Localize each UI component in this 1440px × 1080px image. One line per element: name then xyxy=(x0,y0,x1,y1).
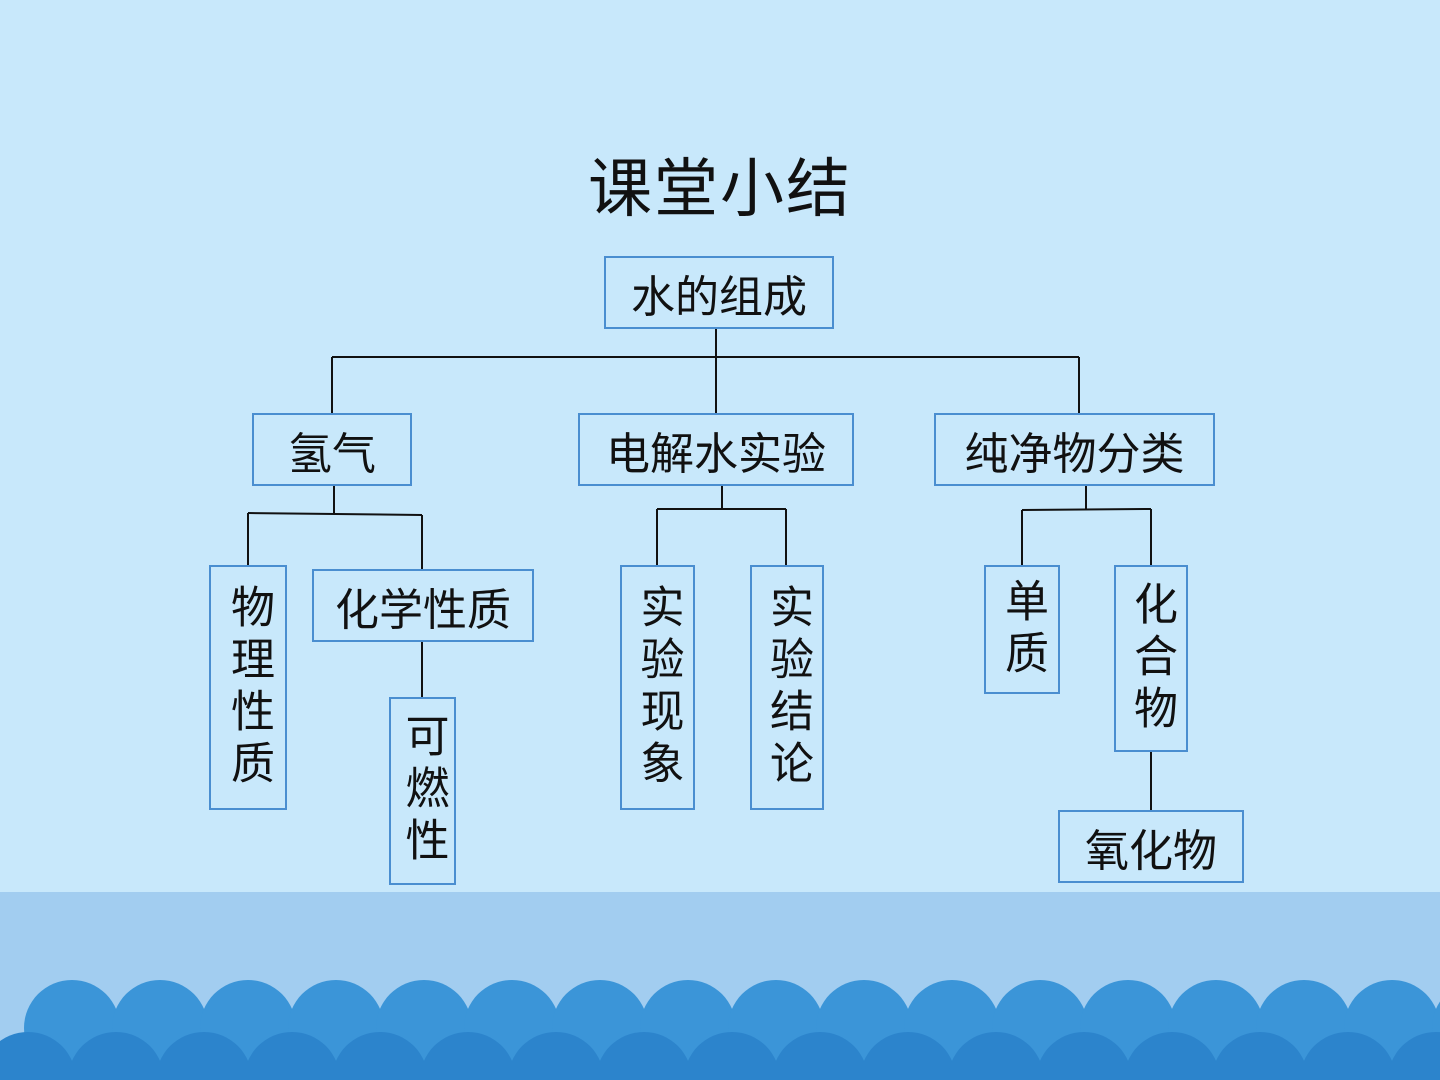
wave-scallop xyxy=(1300,1032,1396,1080)
connector-lines xyxy=(247,328,1152,811)
wave-scallop xyxy=(68,1032,164,1080)
node-conclusion: 实验结论 xyxy=(750,565,824,810)
wave-scallop xyxy=(860,1032,956,1080)
wave-scallop xyxy=(508,1032,604,1080)
wave-scallop xyxy=(332,1032,428,1080)
wave-scallop xyxy=(1036,1032,1132,1080)
wave-scallop xyxy=(1388,1032,1440,1080)
wave-scallop xyxy=(1124,1032,1220,1080)
node-hydrogen: 氢气 xyxy=(252,413,412,486)
node-physical-properties: 物理性质 xyxy=(209,565,287,810)
wave-scallop xyxy=(156,1032,252,1080)
wave-scallop xyxy=(420,1032,516,1080)
node-element: 单质 xyxy=(984,565,1060,694)
wave-scallop xyxy=(1212,1032,1308,1080)
wave-scallop xyxy=(244,1032,340,1080)
wave-scallop xyxy=(772,1032,868,1080)
slide-title: 课堂小结 xyxy=(588,153,852,227)
node-chemical-properties: 化学性质 xyxy=(312,569,534,642)
wave-scallop xyxy=(684,1032,780,1080)
node-phenomenon: 实验现象 xyxy=(620,565,695,810)
wave-scallop xyxy=(0,1032,76,1080)
node-flammability: 可燃性 xyxy=(389,697,456,885)
node-root: 水的组成 xyxy=(604,256,834,329)
wave-scallop xyxy=(596,1032,692,1080)
wave-decoration xyxy=(0,980,1440,1080)
node-oxide: 氧化物 xyxy=(1058,810,1244,883)
node-classification: 纯净物分类 xyxy=(934,413,1215,486)
wave-scallop xyxy=(948,1032,1044,1080)
node-electrolysis: 电解水实验 xyxy=(578,413,854,486)
node-compound: 化合物 xyxy=(1114,565,1188,752)
